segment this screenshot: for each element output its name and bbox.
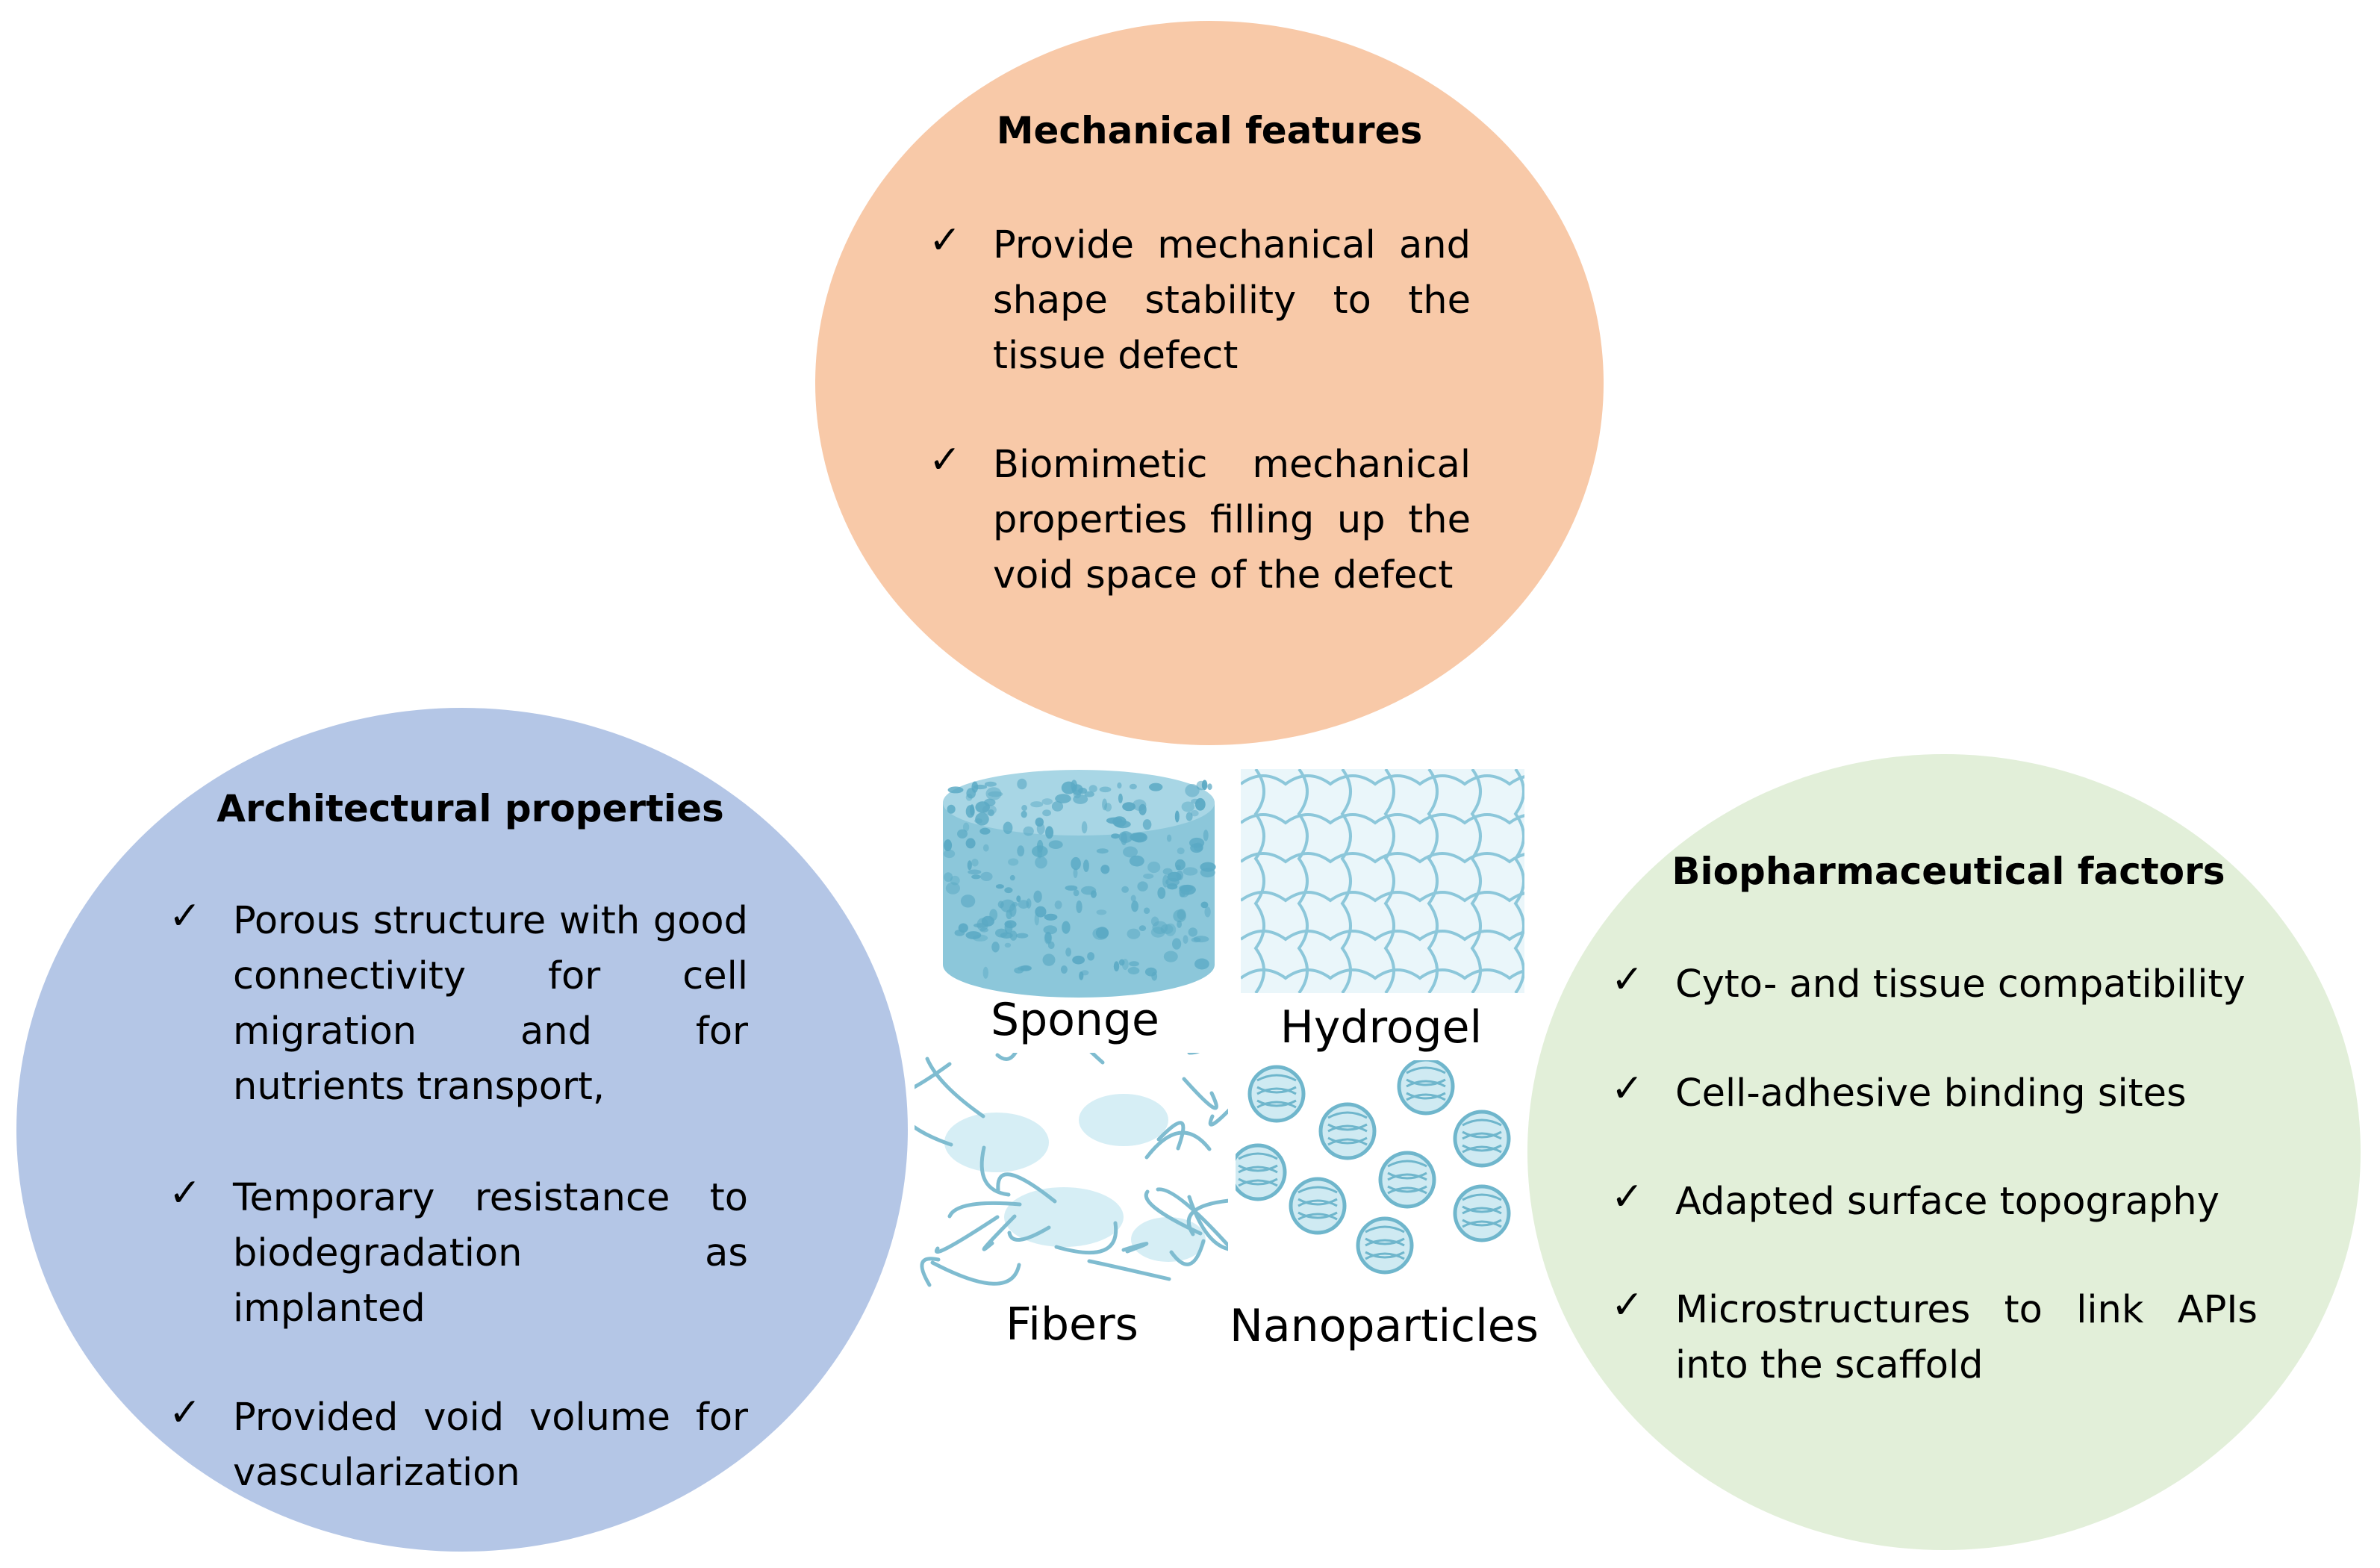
mechanical-features-circle [815,21,1604,745]
architectural-item: ✓ Provided void volume for vascularizati… [169,1390,748,1501]
mechanical-item: ✓ Provide mechanical and shape stability… [929,218,1471,384]
architectural-item: ✓ Temporary resistance to biodegradation… [169,1171,748,1337]
check-icon: ✓ [1611,1175,1644,1219]
sponge-icon [943,770,1216,998]
biopharmaceutical-item-text: Cyto- and tissue compatibility [1675,962,2246,1007]
check-icon: ✓ [169,1390,202,1435]
architectural-item-text: Provided void volume for vascularization [233,1396,748,1495]
architectural-properties-circle [16,708,908,1552]
biopharmaceutical-item: ✓ Microstructures to link APIs into the … [1611,1283,2258,1393]
mechanical-item-text: Biomimetic mechanical properties filling… [993,443,1471,597]
check-icon: ✓ [929,218,962,263]
check-icon: ✓ [169,1171,202,1216]
hydrogel-icon [1241,769,1524,993]
check-icon: ✓ [169,894,202,939]
biopharmaceutical-item: ✓ Cell-adhesive binding sites [1611,1066,2258,1121]
fibers-label: Fibers [1006,1298,1138,1351]
architectural-properties-title: Architectural properties [216,787,724,830]
biopharmaceutical-factors-title: Biopharmaceutical factors [1672,850,2225,893]
architectural-item-text: Porous structure with good connectivity … [233,899,748,1109]
check-icon: ✓ [1611,1283,1644,1328]
biopharmaceutical-item: ✓ Adapted surface topography [1611,1175,2258,1230]
mechanical-features-title: Mechanical features [996,109,1423,152]
hydrogel-label: Hydrogel [1280,1001,1483,1054]
check-icon: ✓ [1611,957,1644,1002]
biopharmaceutical-item-text: Adapted surface topography [1675,1180,2219,1224]
nanoparticles-label: Nanoparticles [1230,1300,1539,1352]
mechanical-item: ✓ Biomimetic mechanical properties filli… [929,438,1471,603]
mechanical-item-text: Provide mechanical and shape stability t… [993,223,1471,378]
biopharmaceutical-item-text: Microstructures to link APIs into the sc… [1675,1288,2258,1387]
nanoparticles-icon [1236,1060,1511,1275]
biopharmaceutical-item: ✓ Cyto- and tissue compatibility [1611,957,2258,1012]
check-icon: ✓ [1611,1066,1644,1111]
fibers-icon [915,1053,1228,1287]
architectural-item-text: Temporary resistance to biodegradation a… [233,1176,748,1331]
architectural-item: ✓ Porous structure with good connectivit… [169,894,748,1115]
check-icon: ✓ [929,438,962,482]
biopharmaceutical-factors-circle [1527,754,2361,1550]
biopharmaceutical-item-text: Cell-adhesive binding sites [1675,1071,2187,1116]
sponge-label: Sponge [991,994,1159,1046]
